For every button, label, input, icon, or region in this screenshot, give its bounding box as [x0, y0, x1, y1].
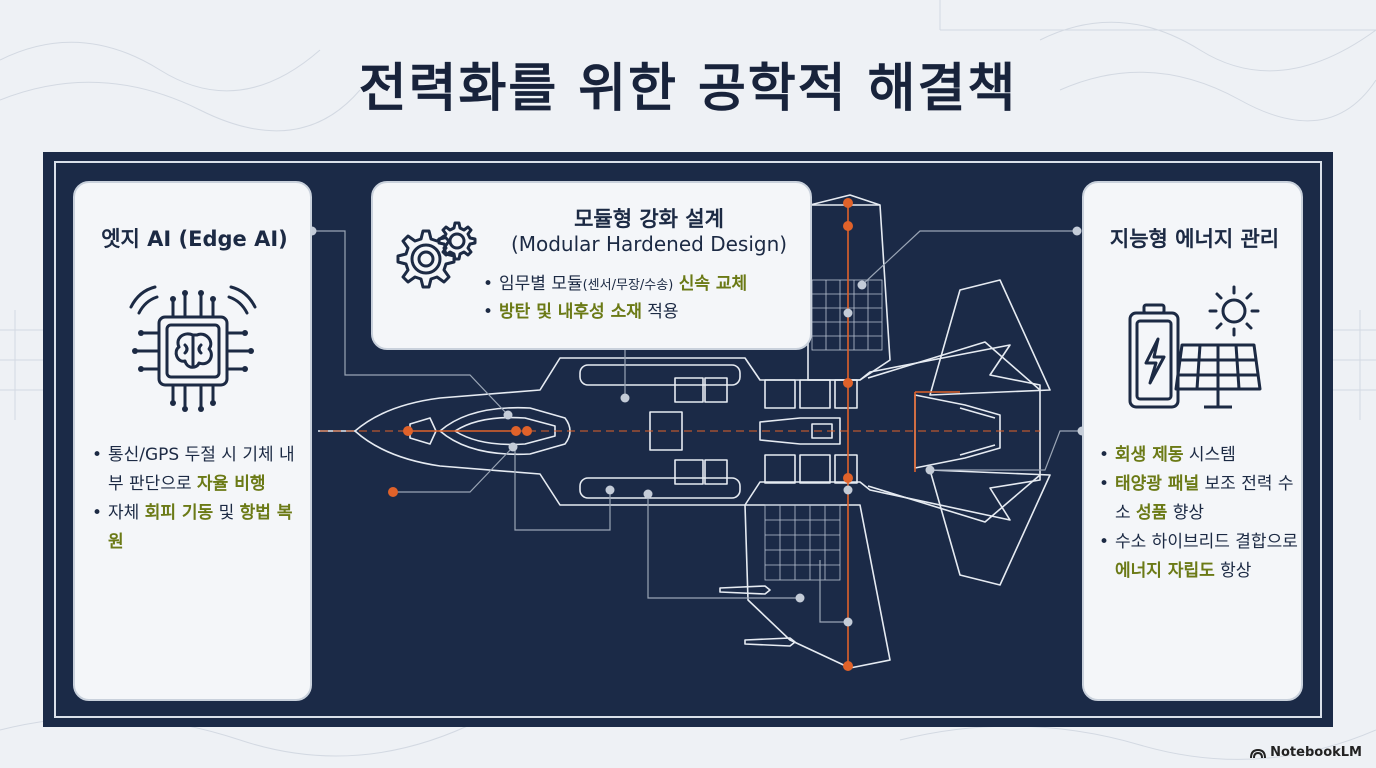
energy-card: 지능형 에너지 관리 회생 제동 시스템태양광 패널 보조 전력 수소 성품 향… — [1082, 181, 1303, 701]
edge-ai-list: 통신/GPS 두절 시 기체 내부 판단으로 자율 비행자체 회피 기동 및 항… — [92, 441, 302, 557]
bullet-text: 임무별 모듈 — [499, 274, 583, 294]
edge-ai-title: 엣지 AI (Edge AI) — [101, 227, 288, 251]
energy-list: 회생 제동 시스템태양광 패널 보조 전력 수소 성품 향상수소 하이브리드 결… — [1099, 441, 1299, 586]
notebooklm-logo-icon — [1250, 748, 1267, 758]
highlight-text: 성품 — [1136, 503, 1168, 523]
bullet-text: 향상 — [1167, 503, 1205, 523]
edge-ai-card: 엣지 AI (Edge AI) 통신/GPS 두절 시 기체 내부 판단으로 자… — [73, 181, 312, 701]
bullet-item: 통신/GPS 두절 시 기체 내부 판단으로 자율 비행 — [92, 441, 302, 499]
blueprint-frame — [54, 161, 1322, 718]
bullet-item: 방탄 및 내후성 소재 적용 — [483, 299, 813, 326]
modular-list: 임무별 모듈(센서/무장/수송) 신속 교체방탄 및 내후성 소재 적용 — [483, 271, 813, 326]
bullet-text: 시스템 — [1183, 445, 1236, 465]
bullet-item: 자체 회피 기동 및 항법 복원 — [92, 499, 302, 557]
bullet-item: 임무별 모듈(센서/무장/수송) 신속 교체 — [483, 271, 813, 299]
highlight-text: 회생 제동 — [1115, 445, 1184, 465]
bullet-text: 적용 — [641, 302, 679, 322]
gears-icon — [396, 221, 477, 289]
bullet-item: 회생 제동 시스템 — [1099, 441, 1299, 470]
brand-label: NotebookLM — [1270, 745, 1362, 760]
highlight-text: 에너지 자립도 — [1115, 561, 1215, 581]
energy-title: 지능형 에너지 관리 — [1109, 227, 1280, 251]
bullet-item: 태양광 패널 보조 전력 수소 성품 향상 — [1099, 470, 1299, 528]
bullet-text: 수소 하이브리드 결합으로 — [1115, 532, 1298, 552]
highlight-text: 태양광 패널 — [1115, 474, 1200, 494]
bullet-text: 항상 — [1214, 561, 1252, 581]
highlight-text: 항법 복원 — [108, 503, 293, 552]
bullet-text: 보조 전력 수소 — [1115, 474, 1294, 523]
highlight-text: 회피 기동 — [144, 503, 214, 523]
brand-watermark: NotebookLM — [1250, 745, 1362, 760]
modular-subtitle: (Modular Hardened Design) — [510, 232, 788, 256]
bullet-text: 자체 — [108, 503, 145, 523]
highlight-text: 자율 비행 — [197, 474, 266, 494]
sun-icon — [1208, 285, 1260, 337]
page-title: 전력화를 위한 공학적 해결책 — [358, 59, 1018, 119]
bullet-text: 통신/GPS 두절 시 기체 내부 판단으로 — [108, 445, 295, 494]
battery-bolt-icon — [1128, 303, 1180, 409]
bullet-item: 수소 하이브리드 결합으로 에너지 자립도 항상 — [1099, 528, 1299, 586]
modular-title: 모듈형 강화 설계 — [574, 207, 724, 231]
highlight-text: 방탄 및 내후성 소재 — [499, 302, 642, 322]
ai-chip-brain-icon — [129, 285, 257, 412]
bullet-text: 및 — [213, 503, 240, 523]
modular-design-card: 모듈형 강화 설계 (Modular Hardened Design) 임무별 … — [371, 181, 812, 350]
bullet-text: (센서/무장/수송) — [582, 278, 674, 293]
highlight-text: 신속 교체 — [678, 274, 748, 294]
solar-panel-icon — [1174, 343, 1262, 409]
